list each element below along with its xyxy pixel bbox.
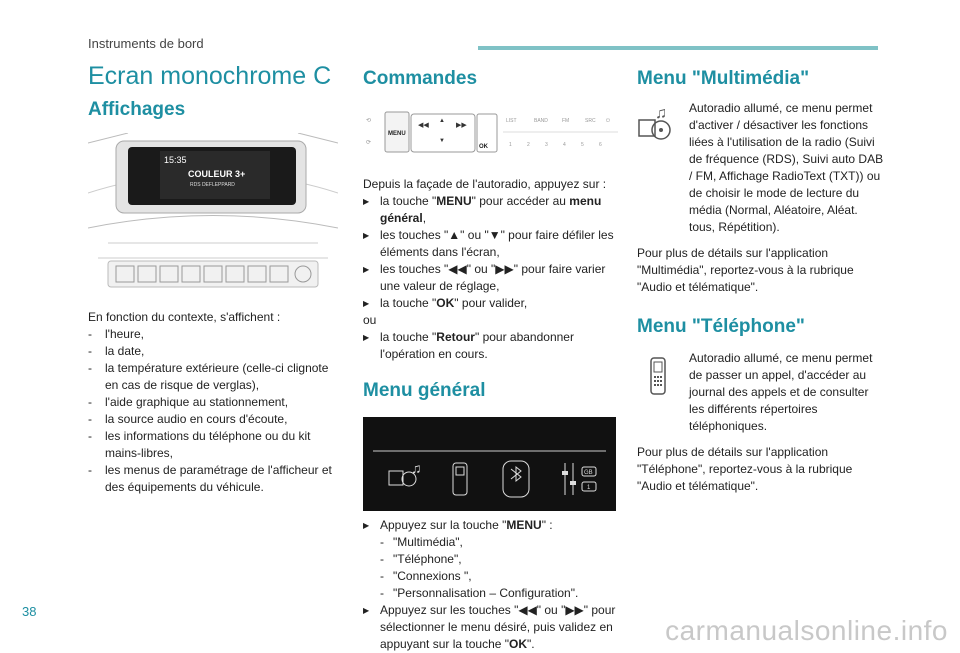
- panel-number: 6: [599, 142, 602, 148]
- svg-text:♫: ♫: [411, 460, 422, 476]
- list-item: Appuyez sur les touches "◀◀" ou "▶▶" pou…: [363, 602, 618, 653]
- list-item: Appuyez sur la touche "MENU" :: [363, 517, 618, 534]
- bluetooth-menu-icon: [502, 460, 530, 498]
- page-title: Ecran monochrome C: [88, 62, 332, 90]
- list-item: les informations du téléphone ou du kit …: [88, 428, 338, 462]
- svg-text:♫: ♫: [655, 105, 667, 122]
- telephone-description: Autoradio allumé, ce menu permet de pass…: [689, 351, 873, 433]
- ok-key-label: OK: [479, 144, 489, 150]
- list-item: la touche "MENU" pour accéder au menu gé…: [363, 193, 618, 227]
- affichages-intro: En fonction du contexte, s'affichent :: [88, 310, 281, 324]
- dashboard-display-illustration: 15:35 COULEUR 3+ RDS DEFLEPPARD: [88, 133, 338, 303]
- panel-top-label: SRC: [585, 118, 596, 124]
- header-rule: [478, 46, 878, 50]
- list-item: la source audio en cours d'écoute,: [88, 411, 338, 428]
- list-item: "Connexions ",: [363, 568, 618, 585]
- panel-number: 1: [509, 142, 512, 148]
- column-display: Ecran monochrome C Affichages 15:35 COUL…: [88, 62, 338, 496]
- svg-text:▲: ▲: [439, 118, 445, 124]
- affichages-heading: Affichages: [88, 99, 186, 120]
- multimedia-menu-icon: ♫: [388, 460, 422, 487]
- svg-text:1: 1: [587, 485, 591, 491]
- list-item: les touches "◀◀" ou "▶▶" pour faire vari…: [363, 261, 618, 295]
- panel-top-label: LIST: [506, 118, 517, 124]
- display-time: 15:35: [164, 155, 187, 165]
- display-main: COULEUR 3+: [188, 169, 245, 179]
- settings-menu-icon: GB 1: [562, 463, 597, 495]
- panel-top-label: FM: [562, 118, 569, 124]
- panel-number: 5: [581, 142, 584, 148]
- column-commandes: Commandes ⟲ ⟳ MENU ◀◀ ▶▶ ▲ ▼ OK LIST BAN…: [363, 62, 618, 653]
- telephone-heading: Menu "Téléphone": [637, 316, 805, 337]
- menu-general-heading: Menu général: [363, 380, 486, 401]
- list-item: "Téléphone",: [363, 551, 618, 568]
- svg-text:◀◀: ◀◀: [418, 122, 429, 129]
- control-panel-illustration: ⟲ ⟳ MENU ◀◀ ▶▶ ▲ ▼ OK LIST BAND FM SRC ⏻…: [363, 110, 618, 156]
- svg-text:▼: ▼: [439, 138, 445, 144]
- multimedia-more: Pour plus de détails sur l'application "…: [637, 246, 854, 294]
- list-item: la touche "OK" pour valider,: [363, 295, 618, 312]
- multimedia-heading: Menu "Multimédia": [637, 68, 810, 89]
- panel-number: 2: [527, 142, 530, 148]
- list-item: la température extérieure (celle-ci clig…: [88, 360, 338, 394]
- list-item: les menus de paramétrage de l'afficheur …: [88, 462, 338, 496]
- ou-text: ou: [363, 313, 377, 327]
- list-item: l'aide graphique au stationnement,: [88, 394, 338, 411]
- list-item: "Personnalisation – Configuration".: [363, 585, 618, 602]
- panel-number: 3: [545, 142, 548, 148]
- list-item: les touches "▲" ou "▼" pour faire défile…: [363, 227, 618, 261]
- menu-general-list: Appuyez sur la touche "MENU" :: [363, 517, 618, 534]
- telephone-menu-icon: [452, 462, 468, 496]
- list-item: "Multimédia",: [363, 534, 618, 551]
- commandes-heading: Commandes: [363, 68, 478, 89]
- watermark: carmanualsonline.info: [665, 615, 948, 646]
- svg-text:⟳: ⟳: [366, 140, 371, 146]
- column-menus: Menu "Multimédia" ♫ Autoradio allumé, ce…: [637, 62, 887, 495]
- svg-text:▶▶: ▶▶: [456, 122, 467, 129]
- panel-number: 4: [563, 142, 566, 148]
- telephone-more: Pour plus de détails sur l'application "…: [637, 445, 853, 493]
- svg-text:⟲: ⟲: [366, 118, 371, 124]
- commandes-intro: Depuis la façade de l'autoradio, appuyez…: [363, 177, 607, 191]
- panel-top-label: ⏻: [606, 118, 610, 124]
- panel-top-label: BAND: [534, 118, 548, 124]
- running-header: Instruments de bord: [88, 36, 204, 51]
- list-item: l'heure,: [88, 326, 338, 343]
- affichages-list: l'heure, la date, la température extérie…: [88, 326, 338, 496]
- svg-text:GB: GB: [584, 470, 593, 476]
- list-item: la touche "Retour" pour abandonner l'opé…: [363, 329, 618, 363]
- page-number: 38: [22, 604, 37, 619]
- main-menu-screen-illustration: ♫ GB 1: [363, 417, 616, 511]
- multimedia-description: Autoradio allumé, ce menu permet d'activ…: [689, 101, 884, 234]
- menu-key-label: MENU: [388, 131, 406, 137]
- multimedia-icon: ♫: [638, 105, 671, 140]
- display-sub: RDS DEFLEPPARD: [190, 182, 235, 188]
- list-item: la date,: [88, 343, 338, 360]
- commandes-list: la touche "MENU" pour accéder au menu gé…: [363, 193, 618, 312]
- telephone-icon: [650, 357, 666, 395]
